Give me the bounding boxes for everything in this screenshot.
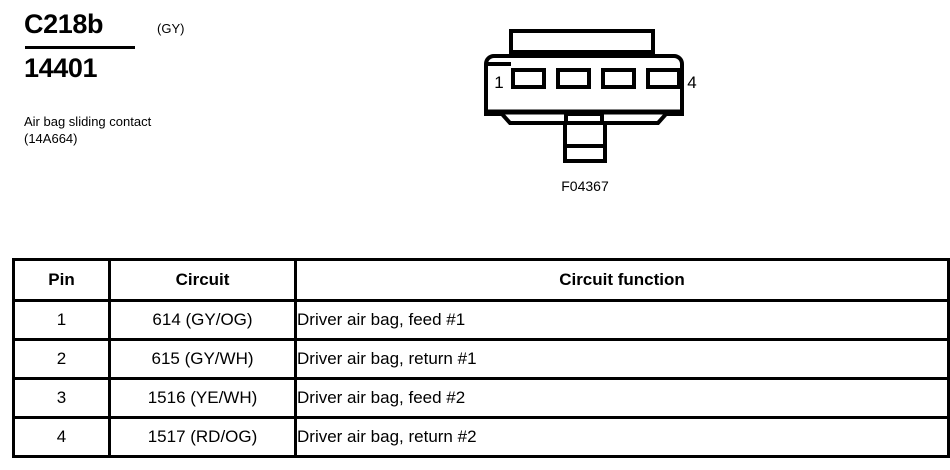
cell-circuit-function: Driver air bag, return #1 [294, 338, 950, 380]
table-row: 2 615 (GY/WH) Driver air bag, return #1 [12, 338, 950, 380]
table-header-row: Pin Circuit Circuit function [12, 258, 950, 302]
connector-id-row: C218b (GY) [24, 8, 264, 49]
connector-diagram-svg: 1 4 [484, 29, 697, 163]
cell-circuit: 615 (GY/WH) [108, 338, 297, 380]
table-row: 1 614 (GY/OG) Driver air bag, feed #1 [12, 299, 950, 341]
cell-circuit: 1516 (YE/WH) [108, 377, 297, 419]
cell-pin: 4 [12, 416, 111, 458]
cell-circuit: 1517 (RD/OG) [108, 416, 297, 458]
connector-cavity-2 [556, 68, 591, 89]
table-row: 3 1516 (YE/WH) Driver air bag, feed #2 [12, 377, 950, 419]
cell-circuit-function: Driver air bag, feed #2 [294, 377, 950, 419]
component-description: Air bag sliding contact (14A664) [24, 114, 152, 146]
connector-id: C218b [24, 9, 104, 39]
connector-pin-label-last: 4 [687, 73, 696, 92]
cell-pin: 3 [12, 377, 111, 419]
connector-cavity-3 [601, 68, 636, 89]
cell-circuit: 614 (GY/OG) [108, 299, 297, 341]
connector-cavity-4 [646, 68, 681, 89]
connector-bottom-tab [563, 121, 607, 163]
connector-figure: 1 4 F04367 [470, 20, 700, 200]
connector-cavity-1 [511, 68, 546, 89]
column-header-circuit: Circuit [108, 258, 297, 302]
pinout-table: Pin Circuit Circuit function 1 614 (GY/O… [12, 258, 950, 458]
connector-part-number: 14401 [24, 53, 98, 83]
cell-pin: 1 [12, 299, 111, 341]
cell-circuit-function: Driver air bag, return #2 [294, 416, 950, 458]
connector-id-underline [25, 46, 135, 49]
connector-top-tab [509, 29, 655, 54]
connector-pin-label-first: 1 [494, 73, 503, 92]
cell-circuit-function: Driver air bag, feed #1 [294, 299, 950, 341]
connector-color-code: (GY) [157, 21, 185, 36]
figure-reference-label: F04367 [561, 178, 609, 194]
table-row: 4 1517 (RD/OG) Driver air bag, return #2 [12, 416, 950, 458]
connector-header-block: C218b (GY) 14401 Air bag sliding contact… [24, 8, 264, 146]
column-header-circuit-function: Circuit function [294, 258, 950, 302]
cell-pin: 2 [12, 338, 111, 380]
column-header-pin: Pin [12, 258, 111, 302]
